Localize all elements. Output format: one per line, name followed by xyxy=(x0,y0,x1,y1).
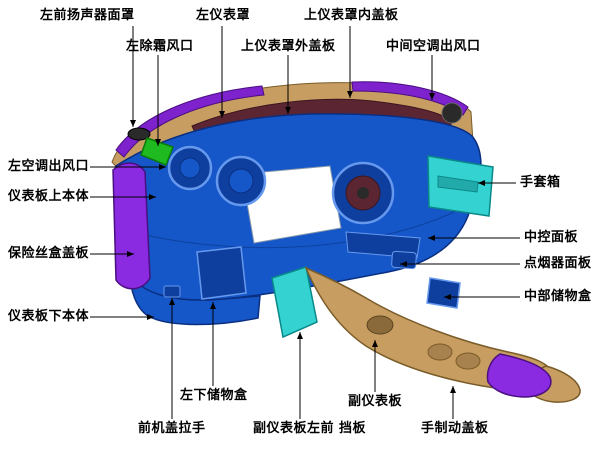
part-middle-storage-box xyxy=(426,277,461,309)
label-console: 副仪表板 xyxy=(348,394,403,409)
part-front-hood-handle xyxy=(163,285,181,298)
label-upper-instrument-cover-outer: 上仪表罩外盖板 xyxy=(241,39,336,54)
part-console-rear-trim xyxy=(486,353,552,398)
part-left-defrost-vent xyxy=(140,137,174,166)
label-glove-box: 手套箱 xyxy=(520,175,561,190)
label-middle-ac-outlet: 中间空调出风口 xyxy=(386,39,481,54)
label-lower-left-storage-box: 左下储物盒 xyxy=(180,388,248,403)
label-middle-storage-box: 中部储物盒 xyxy=(524,289,592,304)
label-center-control-panel: 中控面板 xyxy=(524,230,579,245)
part-glove-box-handle xyxy=(437,175,479,193)
part-fuse-box-cover xyxy=(112,162,151,290)
part-top-rim-right xyxy=(351,81,469,116)
label-fuse-box-cover: 保险丝盒盖板 xyxy=(8,246,90,261)
part-center-vent-hub xyxy=(357,187,369,199)
label-console-left-front-baffle: 副仪表板左前 挡板 xyxy=(253,421,367,436)
part-left-ac-outlet-core xyxy=(179,157,201,179)
label-left-defrost-vent: 左除霜风口 xyxy=(126,39,194,54)
part-right-top-vent xyxy=(441,102,463,124)
label-cigarette-lighter-panel: 点烟器面板 xyxy=(524,256,592,271)
label-left-ac-outlet: 左空调出风口 xyxy=(8,159,90,174)
label-left-instrument-cover: 左仪表罩 xyxy=(196,8,251,23)
label-instrument-panel-lower-body: 仪表板下本体 xyxy=(8,309,90,324)
label-front-hood-handle: 前机盖拉手 xyxy=(138,421,206,436)
part-instrument-ring-core xyxy=(228,168,254,194)
label-handbrake-cover: 手制动盖板 xyxy=(421,421,489,436)
dashboard-parts xyxy=(111,81,581,403)
label-left-front-speaker-cover: 左前扬声器面罩 xyxy=(40,8,135,23)
part-fascia-contour-line xyxy=(144,207,463,249)
part-gear-boot xyxy=(366,315,394,335)
label-instrument-panel-upper-body: 仪表板上本体 xyxy=(8,189,90,204)
part-left-front-speaker-grille xyxy=(127,127,151,141)
part-center-opening xyxy=(241,165,342,244)
label-upper-instrument-cover-inner: 上仪表罩内盖板 xyxy=(304,8,399,23)
part-console-left-front-baffle xyxy=(271,266,318,339)
part-top-rim-left xyxy=(115,85,265,158)
part-cup-holder-rear xyxy=(455,352,481,370)
part-cigarette-lighter-panel xyxy=(391,250,417,270)
part-lower-left-storage-box xyxy=(196,246,247,300)
part-cup-holder-front xyxy=(427,343,453,361)
part-instrument-panel-lower-body xyxy=(129,271,261,326)
leader-lines xyxy=(90,26,520,419)
